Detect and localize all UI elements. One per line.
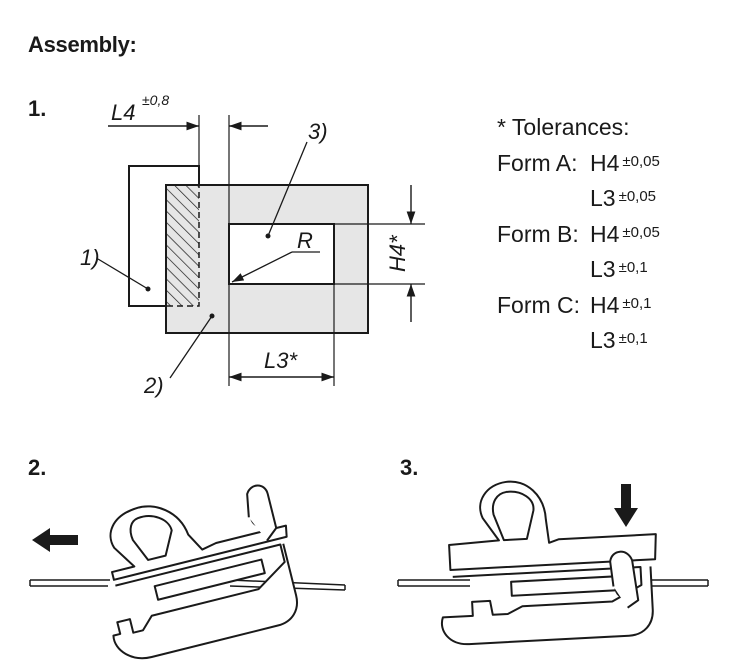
tolerance-dim: L3	[590, 327, 616, 353]
radius-label: R	[297, 228, 313, 253]
clip-body	[112, 543, 298, 660]
tolerance-value: ±0,1	[622, 294, 652, 312]
tolerances-block: * Tolerances: Form A:H4±0,05 L3±0,05 For…	[497, 110, 660, 359]
tolerances-heading: * Tolerances:	[497, 114, 630, 140]
tolerance-row: L3±0,1	[497, 252, 660, 288]
h4-label: H4*	[385, 234, 410, 272]
tolerance-row: L3±0,1	[497, 323, 660, 359]
tolerance-form: Form C:	[497, 291, 581, 318]
step-2-number: 2.	[28, 455, 47, 480]
tolerance-dim: H4	[590, 291, 620, 318]
assembly-heading: Assembly:	[28, 32, 137, 57]
arrow-down-icon	[614, 484, 638, 527]
tolerance-dim: H4	[590, 149, 620, 176]
cutout-part-3	[228, 223, 335, 285]
tolerance-value: ±0,1	[618, 330, 648, 347]
step-1-number: 1.	[28, 96, 47, 121]
step-3-number: 3.	[400, 455, 419, 480]
l4-tolerance: ±0,8	[142, 92, 169, 108]
tolerance-row: Form C: H4±0,1	[497, 288, 660, 324]
tolerance-value: ±0,05	[622, 223, 660, 241]
tolerance-value: ±0,05	[618, 188, 657, 205]
tolerance-form: Form A:	[497, 149, 578, 176]
tolerance-value: ±0,05	[622, 152, 660, 170]
tolerance-value: ±0,1	[618, 259, 648, 276]
tolerance-row: Form B: H4±0,05	[497, 217, 660, 253]
tolerance-row: L3±0,05	[497, 181, 660, 217]
tolerance-dim: L3	[590, 185, 616, 211]
hatched-area	[166, 185, 199, 306]
tolerance-dim: H4	[590, 220, 620, 247]
tolerance-row: Form A: H4±0,05	[497, 146, 660, 182]
tolerance-dim: L3	[590, 256, 616, 282]
l4-label: L4	[111, 100, 135, 125]
part-2-label: 2)	[143, 373, 164, 398]
part-3-label: 3)	[308, 119, 328, 144]
part-1-label: 1)	[80, 245, 100, 270]
l3-label: L3*	[264, 348, 298, 373]
clip-body	[440, 566, 654, 646]
arrow-left-icon	[32, 528, 78, 552]
tolerance-form: Form B:	[497, 220, 579, 247]
